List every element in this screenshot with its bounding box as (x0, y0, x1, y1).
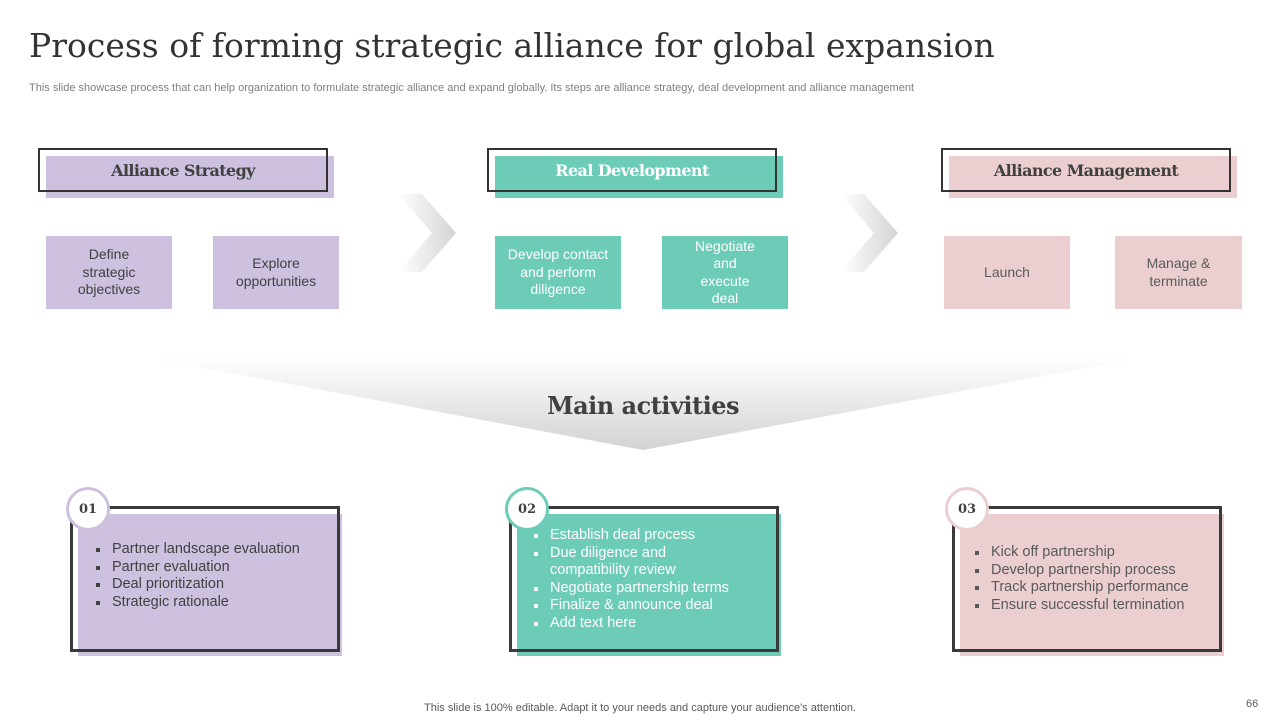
list-item: Due diligence and (532, 545, 729, 563)
list-item: Partner landscape evaluation (94, 541, 300, 559)
activity-badge-02: 02 (505, 487, 549, 531)
phase-header-alliance-management: Alliance Management (941, 148, 1231, 192)
list-item: Track partnership performance (973, 579, 1189, 597)
step-launch: Launch (944, 236, 1070, 309)
activity-list-02: Establish deal process Due diligence and… (532, 527, 729, 633)
slide-footer: This slide is 100% editable. Adapt it to… (424, 702, 856, 714)
step-define-strategic-objectives: Define strategic objectives (46, 236, 172, 309)
phase-header-real-development: Real Development (487, 148, 777, 192)
list-item: Deal prioritization (94, 576, 300, 594)
activity-card-frame (952, 506, 1222, 652)
list-item: Add text here (532, 615, 729, 633)
step-explore-opportunities: Explore opportunities (213, 236, 339, 309)
chevron-arrow-2 (840, 194, 898, 272)
activity-badge-03: 03 (945, 487, 989, 531)
list-item: Finalize & announce deal (532, 597, 729, 615)
phase-header-alliance-strategy: Alliance Strategy (38, 148, 328, 192)
list-item: Negotiate partnership terms (532, 580, 729, 598)
step-develop-contact: Develop contact and perform diligence (495, 236, 621, 309)
list-item: Partner evaluation (94, 559, 300, 577)
activity-list-01: Partner landscape evaluation Partner eva… (94, 541, 300, 611)
activity-card-background (78, 514, 342, 656)
list-item: Kick off partnership (973, 544, 1189, 562)
main-activities-heading: Main activities (547, 391, 739, 420)
activity-list-03: Kick off partnership Develop partnership… (973, 544, 1189, 614)
list-item-continuation: compatibility review (550, 562, 676, 579)
list-item: Develop partnership process (973, 562, 1189, 580)
activity-badge-01: 01 (66, 487, 110, 531)
step-manage-terminate: Manage & terminate (1115, 236, 1242, 309)
activity-card-background (960, 514, 1224, 656)
list-item: Establish deal process (532, 527, 729, 545)
activity-card-frame (70, 506, 340, 652)
slide-subtitle: This slide showcase process that can hel… (29, 82, 914, 94)
list-item: Ensure successful termination (973, 597, 1189, 615)
step-negotiate-execute: Negotiate and execute deal (662, 236, 788, 309)
funnel-arrow (150, 358, 1140, 450)
chevron-arrow-1 (398, 194, 456, 272)
activity-card-background (517, 514, 781, 656)
list-item: Strategic rationale (94, 594, 300, 612)
page-number: 66 (1246, 698, 1259, 710)
slide-title: Process of forming strategic alliance fo… (29, 26, 995, 65)
activity-card-frame (509, 506, 779, 652)
